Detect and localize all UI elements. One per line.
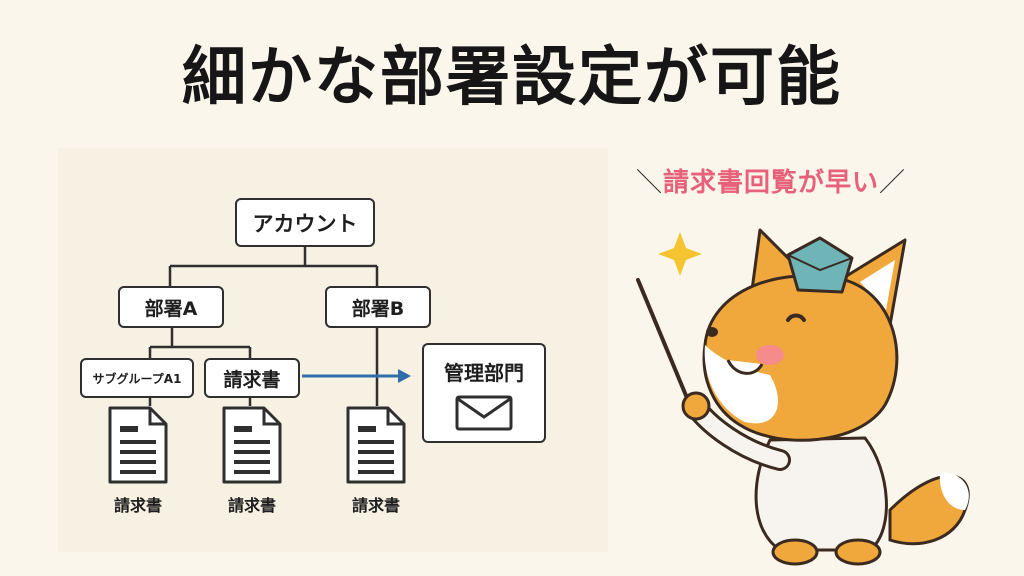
subgroup-a1-node: サブグループA1: [80, 358, 194, 398]
fox-mascot-illustration: [636, 228, 970, 566]
diagram-connectors: [148, 247, 411, 406]
hat-icon: [786, 236, 854, 294]
management-label: 管理部門: [444, 361, 524, 385]
document-icon: [346, 406, 406, 484]
arrow-head: [398, 369, 411, 383]
callout-slash-left: ＼: [636, 168, 664, 198]
sparkle-icon: [658, 232, 702, 276]
account-node: アカウント: [235, 198, 375, 247]
department-a-node: 部署A: [118, 286, 224, 328]
document-icon: [108, 406, 168, 484]
document-label: 請求書: [227, 496, 276, 515]
pointer-stick: [636, 278, 694, 412]
document-icon: [222, 406, 282, 484]
page-title: 細かな部署設定が可能: [182, 41, 842, 115]
callout-text: 請求書回覧が早い: [663, 168, 880, 198]
document-label: 請求書: [351, 496, 400, 515]
management-node: 管理部門: [422, 343, 546, 443]
document-label: 請求書: [113, 496, 162, 515]
callout-slash-right: ／: [879, 168, 907, 198]
callout: ＼請求書回覧が早い／: [636, 162, 976, 199]
invoice-node: 請求書: [204, 358, 300, 398]
department-b-node: 部署B: [325, 286, 431, 328]
mail-icon: [455, 395, 513, 431]
